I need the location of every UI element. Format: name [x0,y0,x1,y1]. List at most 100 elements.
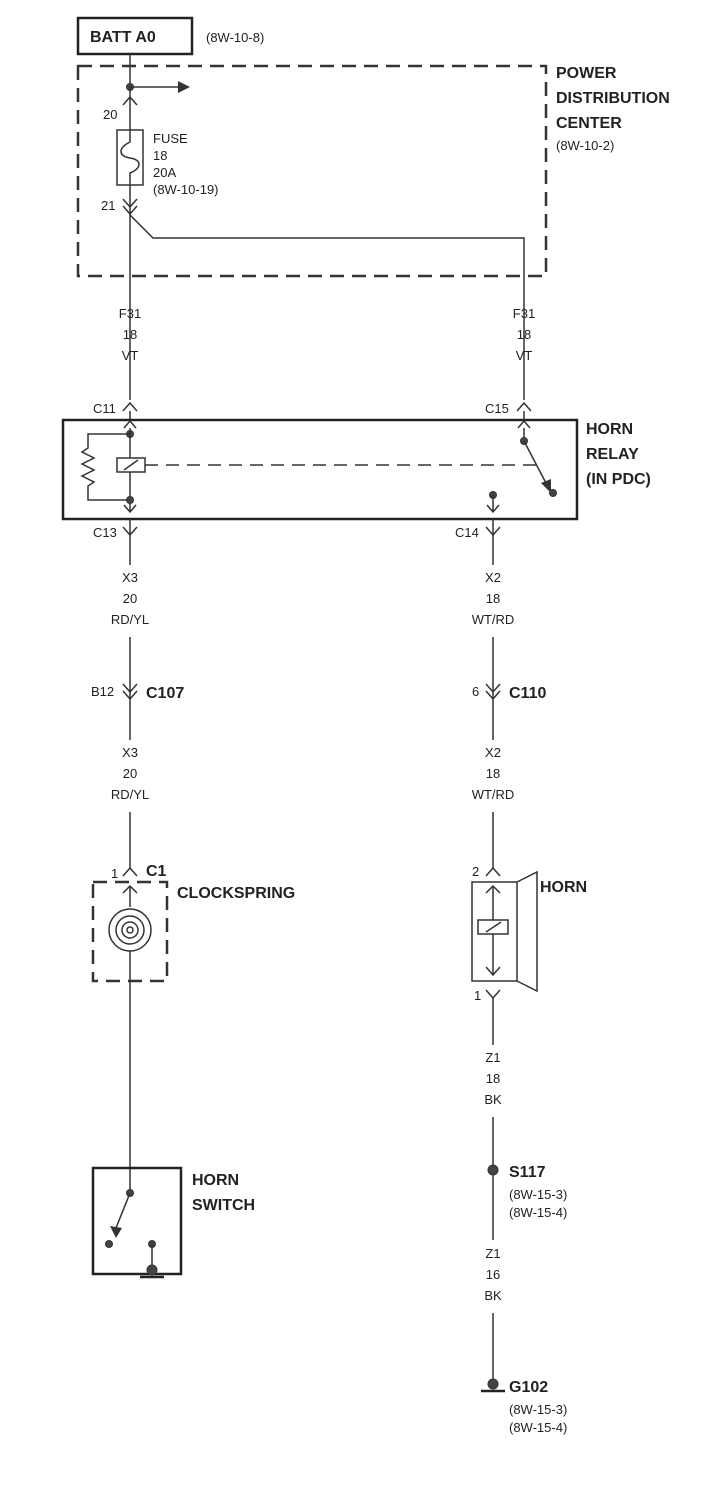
ground-ref2: (8W-15-4) [509,1420,567,1435]
wire-x3-lower-circuit: X3 [122,745,138,760]
relay-pin-c11: C11 [93,401,116,416]
batt-a0-label: BATT A0 [90,29,156,46]
wire-x3-upper-gauge: 20 [123,591,137,606]
wire-z1-18-gauge: 18 [486,1071,500,1086]
wire-x3-lower-color: RD/YL [111,787,149,802]
clockspring-coil-icon [108,908,152,952]
connector-male-icon [485,683,501,694]
fuse-label: FUSE [153,131,188,146]
ground-ref1: (8W-15-3) [509,1402,567,1417]
fuse-18: FUSE 18 20A (8W-10-19) [116,129,219,197]
connector-male-icon [485,690,501,701]
splice-ref2: (8W-15-4) [509,1205,567,1220]
f31-branch-wire [129,214,525,400]
splice-s117: S117 (8W-15-3) (8W-15-4) [487,1164,567,1220]
clockspring-pin: 1 [111,866,118,881]
wire-x3-upper-color: RD/YL [111,612,149,627]
ground-name: G102 [509,1379,548,1396]
ground-g102: G102 (8W-15-3) (8W-15-4) [481,1378,567,1435]
fuse-pin-in: 20 [103,107,117,122]
connector-male-icon [122,690,138,701]
fuse-rating: 20A [153,165,176,180]
horn-label: HORN [540,879,587,896]
connector-male-icon [486,504,500,514]
horn-relay: C11 C15 HORN RELAY (IN PDC) C1 [61,401,651,540]
connector-male-icon [122,683,138,694]
relay-pin-c14: C14 [455,525,479,540]
connector-male-icon [122,198,138,209]
fuse-number: 18 [153,148,167,163]
wire-x2-lower-circuit: X2 [485,745,501,760]
c110-pin: 6 [472,684,479,699]
horn-pin-bottom: 1 [474,988,481,1003]
relay-label-line2: RELAY [586,446,639,463]
connector-male-icon [122,205,138,216]
splice-icon [487,1164,499,1176]
arrow-right-icon [178,81,190,93]
connector-female-icon [122,95,138,106]
connector-c110: 6 C110 [472,683,546,702]
horn-switch-label-line1: HORN [192,1172,239,1189]
relay-label-line1: HORN [586,421,633,438]
wire-z1-16-circuit: Z1 [485,1246,500,1261]
wire-x2-lower-color: WT/RD [472,787,515,802]
pdc-label-line3: CENTER [556,115,622,132]
wire-x2-upper-gauge: 18 [486,591,500,606]
wire-f31-right-color: VT [516,348,533,363]
connector-female-icon [122,866,138,877]
clockspring-label: CLOCKSPRING [177,885,295,902]
pdc-label-line1: POWER [556,65,617,82]
splice-name: S117 [509,1164,546,1181]
ground-icon [146,1264,158,1276]
wire-f31-left-circuit: F31 [119,306,141,321]
fuse-pin-out: 21 [101,198,115,213]
resistor-icon [80,433,130,501]
wire-f31-right-gauge: 18 [517,327,531,342]
batt-a0-source: BATT A0 (8W-10-8) [76,16,264,56]
wire-x3-upper-circuit: X3 [122,570,138,585]
relay-pin-c13: C13 [93,525,117,540]
fuse-ref: (8W-10-19) [153,182,219,197]
c107-name: C107 [146,685,184,702]
power-distribution-center: POWER DISTRIBUTION CENTER (8W-10-2) [76,64,670,278]
wire-f31-left-gauge: 18 [123,327,137,342]
pdc-ref: (8W-10-2) [556,138,614,153]
wire-f31-left-color: VT [122,348,139,363]
horn-bell-icon [516,870,538,993]
horn-pin-top: 2 [472,864,479,879]
connector-female-icon [123,419,137,429]
wire-f31-right-circuit: F31 [513,306,535,321]
connector-female-icon [122,401,138,412]
wire-x2-lower-gauge: 18 [486,766,500,781]
wire-z1-16-gauge: 16 [486,1267,500,1282]
switch-arrow-icon [541,479,551,493]
c107-pin: B12 [91,684,114,699]
horn-switch-label-line2: SWITCH [192,1197,255,1214]
connector-female-icon [517,419,531,429]
connector-male-icon [123,504,137,514]
connector-male-icon [485,966,501,977]
splice-ref1: (8W-15-3) [509,1187,567,1202]
wire-z1-18-color: BK [484,1092,502,1107]
ground-icon [487,1378,499,1390]
wire-z1-16-color: BK [484,1288,502,1303]
connector-male-icon [485,989,501,1000]
fuse-element-icon [120,130,140,185]
clockspring: 1 C1 CLOCKSPRING [91,863,295,983]
wire-x3-lower-gauge: 20 [123,766,137,781]
wire-x2-upper-circuit: X2 [485,570,501,585]
relay-pin-c15: C15 [485,401,509,416]
horn-switch: HORN SWITCH [91,1166,255,1279]
horn: 2 HORN 1 [471,864,587,1003]
wire-z1-18-circuit: Z1 [485,1050,500,1065]
clockspring-connector: C1 [146,863,167,880]
connector-female-icon [485,866,501,877]
wire-x2-upper-color: WT/RD [472,612,515,627]
switch-arrow-icon [110,1226,122,1238]
connector-c107: B12 C107 [91,683,184,702]
batt-ref: (8W-10-8) [206,30,264,45]
connector-female-icon [516,401,532,412]
relay-label-line3: (IN PDC) [586,471,651,488]
c110-name: C110 [509,685,546,702]
